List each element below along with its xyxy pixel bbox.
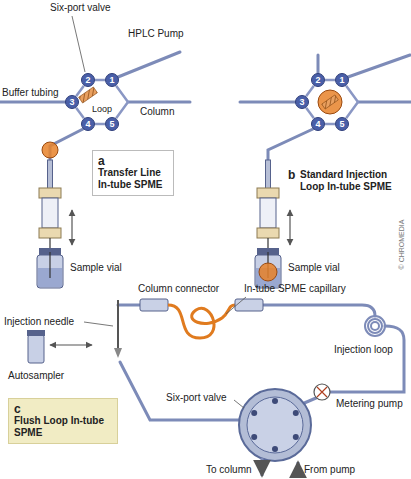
valve-channel (306, 86, 314, 97)
port-circle: 4 (81, 117, 95, 131)
port-number: 1 (106, 74, 118, 86)
part-label: Sample vial (70, 262, 122, 274)
part-label: Metering pump (336, 398, 403, 410)
port-circle: 2 (81, 73, 95, 87)
panel-title: Transfer Line In-tube SPME (98, 167, 168, 191)
port-circle: 3 (65, 95, 79, 109)
part-label: Column (140, 106, 174, 118)
port-number: 5 (106, 118, 118, 130)
part-label: Standard Injection Loop In-tube SPME (300, 169, 396, 193)
valve-channel (346, 86, 358, 119)
valve-channel (95, 79, 105, 82)
valve-channel (95, 123, 105, 126)
valve-channel (76, 86, 84, 97)
panel-letter: a (98, 155, 168, 167)
port-circle: 4 (311, 117, 325, 131)
port-number: 2 (82, 74, 94, 86)
part-label: HPLC Pump (128, 28, 184, 40)
part-label: Six-port valve (50, 2, 111, 14)
port-number: 3 (296, 96, 308, 108)
valve-channel (306, 108, 314, 119)
port-circle: 5 (335, 117, 349, 131)
port-circle: 1 (335, 73, 349, 87)
part-label: Six-port valve (166, 392, 227, 404)
panel-title: Flush Loop In-tube SPME (14, 415, 112, 439)
port-number: 1 (336, 74, 348, 86)
part-label: From pump (304, 464, 355, 476)
panel-letter: c (14, 403, 112, 415)
part-label: Buffer tubing (2, 87, 59, 99)
valve-channel (325, 79, 335, 82)
part-label: Loop (92, 104, 112, 115)
valve-channel (76, 108, 84, 119)
panel-title-box: cFlush Loop In-tube SPME (8, 398, 118, 444)
part-label: Autosampler (8, 370, 64, 382)
port-number: 2 (312, 74, 324, 86)
port-circle: 2 (311, 73, 325, 87)
watermark: © CHROMEDIA (397, 200, 406, 290)
part-label: In-tube SPME capillary (244, 283, 346, 295)
port-circle: 5 (105, 117, 119, 131)
part-label: To column (206, 464, 252, 476)
port-number: 4 (312, 118, 324, 130)
port-circle: 3 (295, 95, 309, 109)
port-circle: 1 (105, 73, 119, 87)
part-label: b (288, 168, 295, 182)
valve-channel (116, 86, 128, 119)
part-label: Sample vial (288, 262, 340, 274)
port-number: 5 (336, 118, 348, 130)
part-label: Injection needle (4, 316, 74, 328)
panel-title-box: aTransfer Line In-tube SPME (92, 150, 174, 196)
part-label: Injection loop (334, 344, 393, 356)
valve-channel (325, 123, 335, 126)
port-number: 3 (66, 96, 78, 108)
part-label: Column connector (138, 283, 219, 295)
port-number: 4 (82, 118, 94, 130)
